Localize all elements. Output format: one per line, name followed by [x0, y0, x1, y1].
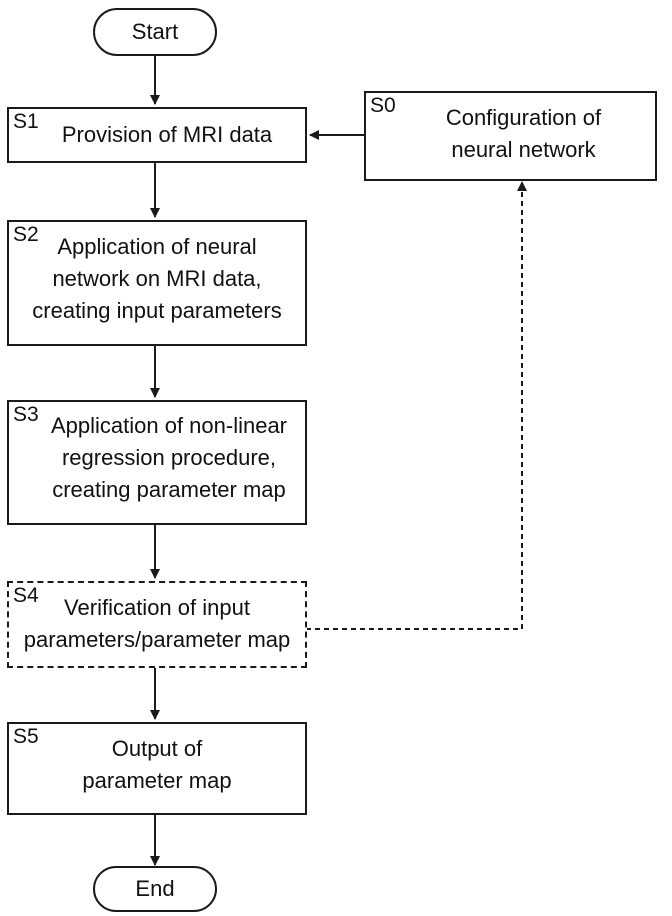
step-s0-id: S0	[370, 94, 396, 117]
step-s1-text: Provision of MRI data	[61, 122, 273, 147]
step-s4-id: S4	[13, 584, 39, 607]
step-s2-text: Application of neural network on MRI dat…	[32, 234, 282, 323]
step-s1-id: S1	[13, 110, 39, 133]
step-s1-provision: S1 Provision of MRI data	[7, 107, 307, 163]
arrow-s4-to-s0-feedback	[306, 181, 527, 630]
step-s0-configuration: S0 Configuration of neural network	[364, 91, 657, 181]
end-label: End	[135, 876, 175, 901]
step-s3-text: Application of non-linear regression pro…	[50, 413, 288, 502]
step-s2-neural-network: S2 Application of neural network on MRI …	[7, 220, 307, 346]
step-s0-text: Configuration of neural network	[445, 105, 602, 162]
step-s3-regression: S3 Application of non-linear regression …	[7, 400, 307, 525]
start-terminal: Start	[93, 8, 217, 56]
start-label: Start	[131, 19, 179, 44]
step-s2-id: S2	[13, 223, 39, 246]
step-s5-text: Output of parameter map	[82, 736, 232, 793]
step-s4-text: Verification of input parameters/paramet…	[23, 595, 291, 652]
step-s5-output: S5 Output of parameter map	[7, 722, 307, 815]
end-terminal: End	[93, 866, 217, 912]
step-s4-verification: S4 Verification of input parameters/para…	[7, 581, 307, 668]
step-s3-id: S3	[13, 403, 39, 426]
step-s5-id: S5	[13, 725, 39, 748]
